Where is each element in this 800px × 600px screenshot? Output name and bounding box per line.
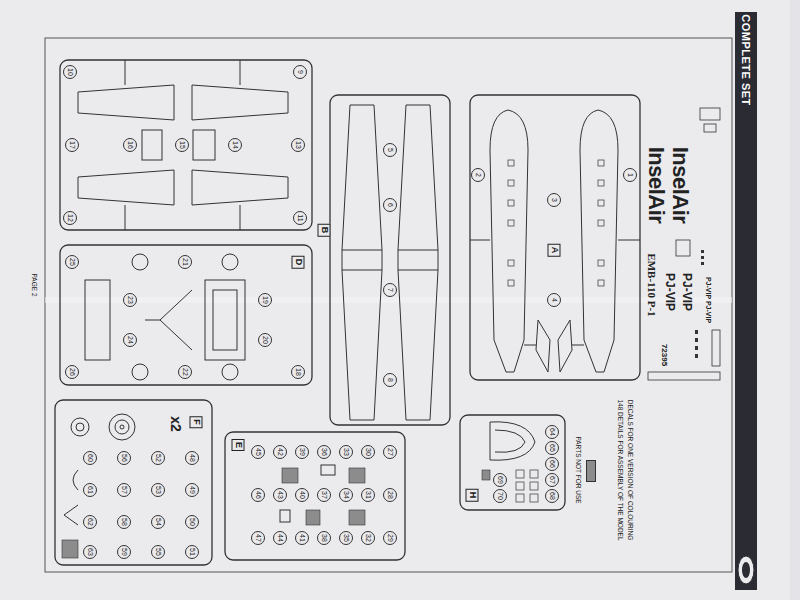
legend-swatch	[586, 460, 596, 482]
sprue-letter: A	[548, 244, 561, 257]
callout-number: 64	[545, 425, 559, 439]
callout-number: 70	[493, 489, 507, 503]
callout-number: 34	[339, 488, 353, 502]
callout-number: 17	[65, 138, 79, 152]
callout-number: 66	[545, 457, 559, 471]
callout-number: 67	[545, 473, 559, 487]
callout-number: 24	[123, 333, 137, 347]
callout-number: 54	[151, 515, 165, 529]
callout-number: 4	[547, 293, 561, 307]
callout-number: 9	[293, 65, 307, 79]
callout-number: 51	[185, 545, 199, 559]
callout-number: 58	[117, 515, 131, 529]
callout-number: 7	[383, 283, 397, 297]
callout-number: 1	[623, 168, 637, 182]
callout-number: 50	[185, 515, 199, 529]
callout-number: 38	[317, 531, 331, 545]
callout-number: 23	[123, 293, 137, 307]
callout-number: 13	[291, 138, 305, 152]
callout-number: 65	[545, 441, 559, 455]
banner-title: COMPLETE SET	[740, 14, 752, 106]
decal-text: PJ-VIP	[663, 273, 677, 311]
sprue-letter: D	[292, 256, 305, 269]
callout-number: 62	[83, 515, 97, 529]
callout-number: 39	[295, 445, 309, 459]
page-number: PAGE 2	[31, 273, 38, 296]
callout-number: 59	[117, 545, 131, 559]
callout-number: 63	[83, 545, 97, 559]
sprue-letter: F	[190, 416, 203, 428]
callout-number: 20	[258, 333, 272, 347]
callout-number: 36	[317, 445, 331, 459]
callout-number: 18	[291, 365, 305, 379]
callout-number: 30	[361, 445, 375, 459]
callout-number: 46	[251, 488, 265, 502]
callout-number: 14	[228, 138, 242, 152]
callout-number: 43	[273, 488, 287, 502]
legend-text: PARTS NOT FOR USE	[575, 436, 582, 503]
callout-number: 8	[383, 373, 397, 387]
callout-number: 52	[151, 451, 165, 465]
callout-number: 49	[185, 483, 199, 497]
callout-number: 44	[273, 531, 287, 545]
note-text: DECALS FOR ONE VERSION OF COLOURING	[627, 400, 634, 541]
sprue-letter: H	[466, 489, 479, 502]
callout-number: 55	[151, 545, 165, 559]
callout-number: 32	[361, 531, 375, 545]
callout-number: 21	[178, 255, 192, 269]
callout-number: 27	[383, 445, 397, 459]
callout-number: 37	[317, 488, 331, 502]
callout-number: 6	[383, 198, 397, 212]
decal-text: PJ-VIP	[680, 273, 694, 311]
callout-number: 31	[361, 488, 375, 502]
callout-number: 22	[178, 365, 192, 379]
quantity-mark: x2	[168, 416, 184, 432]
callout-number: 35	[339, 531, 353, 545]
callout-number: 53	[151, 483, 165, 497]
callout-number: 56	[117, 451, 131, 465]
callout-number: 48	[185, 451, 199, 465]
callout-number: 25	[65, 255, 79, 269]
callout-number: 61	[83, 483, 97, 497]
callout-number: 15	[175, 138, 189, 152]
callout-number: 16	[123, 138, 137, 152]
callout-number: 68	[545, 489, 559, 503]
callout-number: 42	[273, 445, 287, 459]
callout-number: 40	[295, 488, 309, 502]
callout-number: 19	[258, 293, 272, 307]
callout-number: 47	[251, 531, 265, 545]
note-text: 148 DETAILS FOR ASSEMBLY OF THE MODEL	[617, 399, 624, 540]
callout-number: 26	[65, 365, 79, 379]
decal-text: PJ-VIP PJ-VIP	[705, 277, 712, 323]
callout-number: 12	[63, 211, 77, 225]
decal-text: InselAir	[643, 147, 669, 224]
callout-number: 33	[339, 445, 353, 459]
decal-text: InselAir	[667, 147, 693, 224]
callout-number: 69	[493, 473, 507, 487]
callout-number: 5	[383, 143, 397, 157]
callout-number: 45	[251, 445, 265, 459]
kit-number: 72395	[660, 344, 669, 366]
callout-number: 57	[117, 483, 131, 497]
callout-number: 41	[295, 531, 309, 545]
sprue-letter: E	[232, 439, 245, 451]
callout-number: 29	[383, 531, 397, 545]
callout-number: 28	[383, 488, 397, 502]
callout-number: 10	[63, 65, 77, 79]
callout-number: 2	[471, 168, 485, 182]
callout-number: 3	[547, 193, 561, 207]
callout-number: 11	[293, 211, 307, 225]
decal-text: EMB-110 P-1	[646, 253, 658, 316]
callout-number: 60	[83, 451, 97, 465]
sprue-letter: B	[318, 224, 331, 237]
